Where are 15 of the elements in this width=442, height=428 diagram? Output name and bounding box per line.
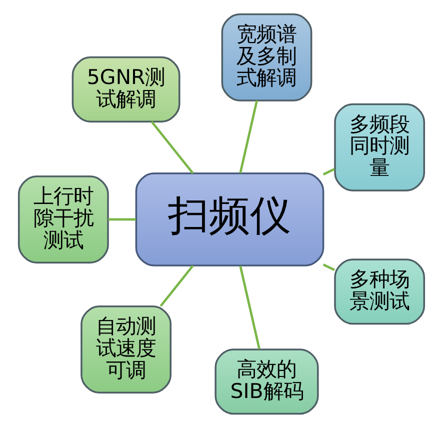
connector (238, 100, 258, 174)
connector (108, 218, 136, 221)
node-box: 上行时隙干扰测试 (17, 175, 108, 264)
connector (322, 168, 334, 176)
node-box: 扫频仪 (134, 172, 324, 266)
node-box: 自动测试速度可调 (80, 306, 171, 394)
node-box: 多种场景测试 (334, 258, 425, 325)
node-box: 高效的SIB解码 (214, 348, 318, 415)
connector (238, 266, 260, 350)
connector (322, 264, 334, 271)
connector (159, 264, 194, 307)
node-box: 多频段同时测量 (334, 103, 425, 192)
node-box: 5GNR测试解调 (71, 56, 180, 122)
node-box: 宽频谱及多制式解调 (220, 13, 312, 102)
connector (150, 120, 194, 174)
